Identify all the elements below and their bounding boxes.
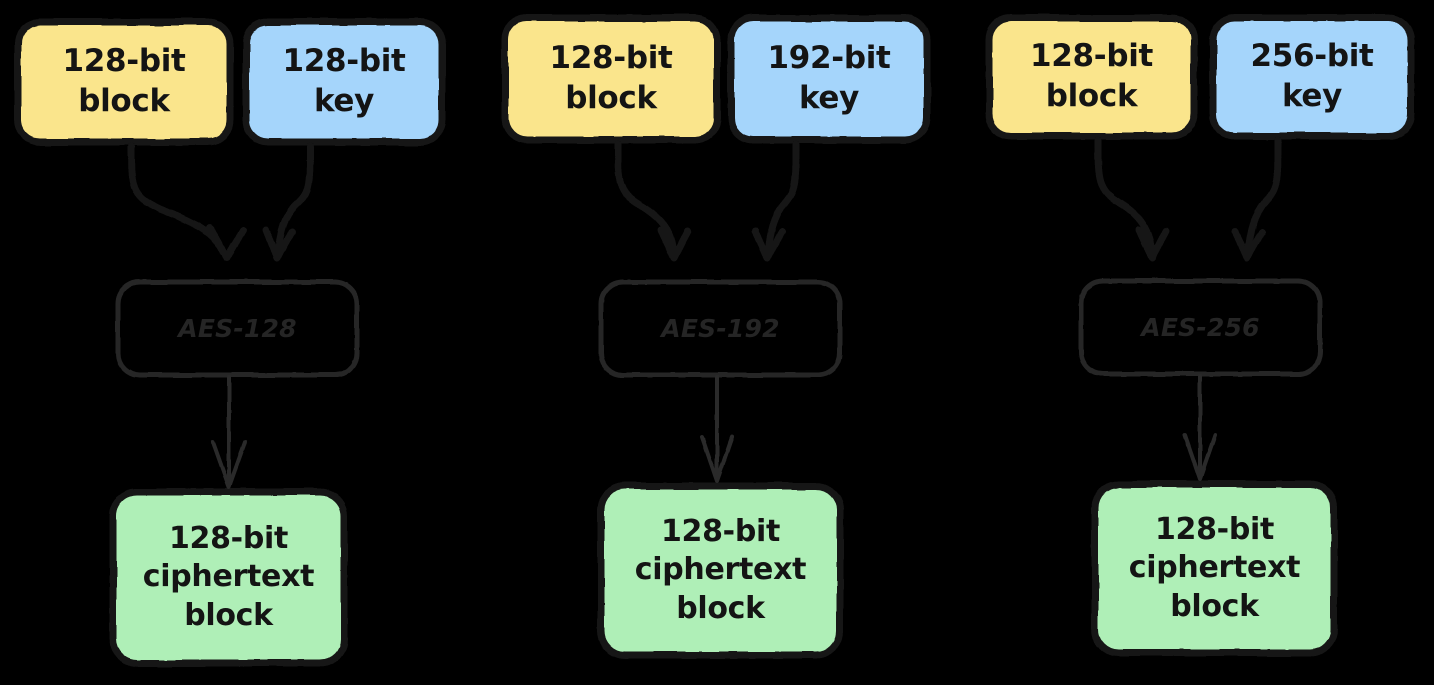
block-box-1 xyxy=(14,18,234,146)
arrow-block-to-process-3 xyxy=(1094,136,1170,262)
arrow-key-to-process-2 xyxy=(751,140,800,262)
arrow-process-to-cipher-3 xyxy=(1183,374,1217,481)
process-box-2 xyxy=(598,279,843,378)
key-box-1 xyxy=(242,18,446,146)
arrow-key-to-process-1 xyxy=(262,142,314,262)
key-box-3 xyxy=(1209,14,1415,140)
cipher-box-3 xyxy=(1091,480,1338,657)
block-box-2 xyxy=(501,14,721,144)
key-box-2 xyxy=(727,14,931,144)
process-box-3 xyxy=(1078,278,1323,377)
arrow-block-to-process-1 xyxy=(127,142,247,262)
arrow-process-to-cipher-2 xyxy=(700,375,734,483)
arrow-block-to-process-2 xyxy=(614,140,692,262)
block-box-3 xyxy=(985,14,1198,140)
cipher-box-1 xyxy=(109,488,348,667)
arrow-key-to-process-3 xyxy=(1231,136,1282,262)
process-box-1 xyxy=(115,279,360,378)
cipher-box-2 xyxy=(597,482,844,659)
arrow-process-to-cipher-1 xyxy=(211,375,247,489)
